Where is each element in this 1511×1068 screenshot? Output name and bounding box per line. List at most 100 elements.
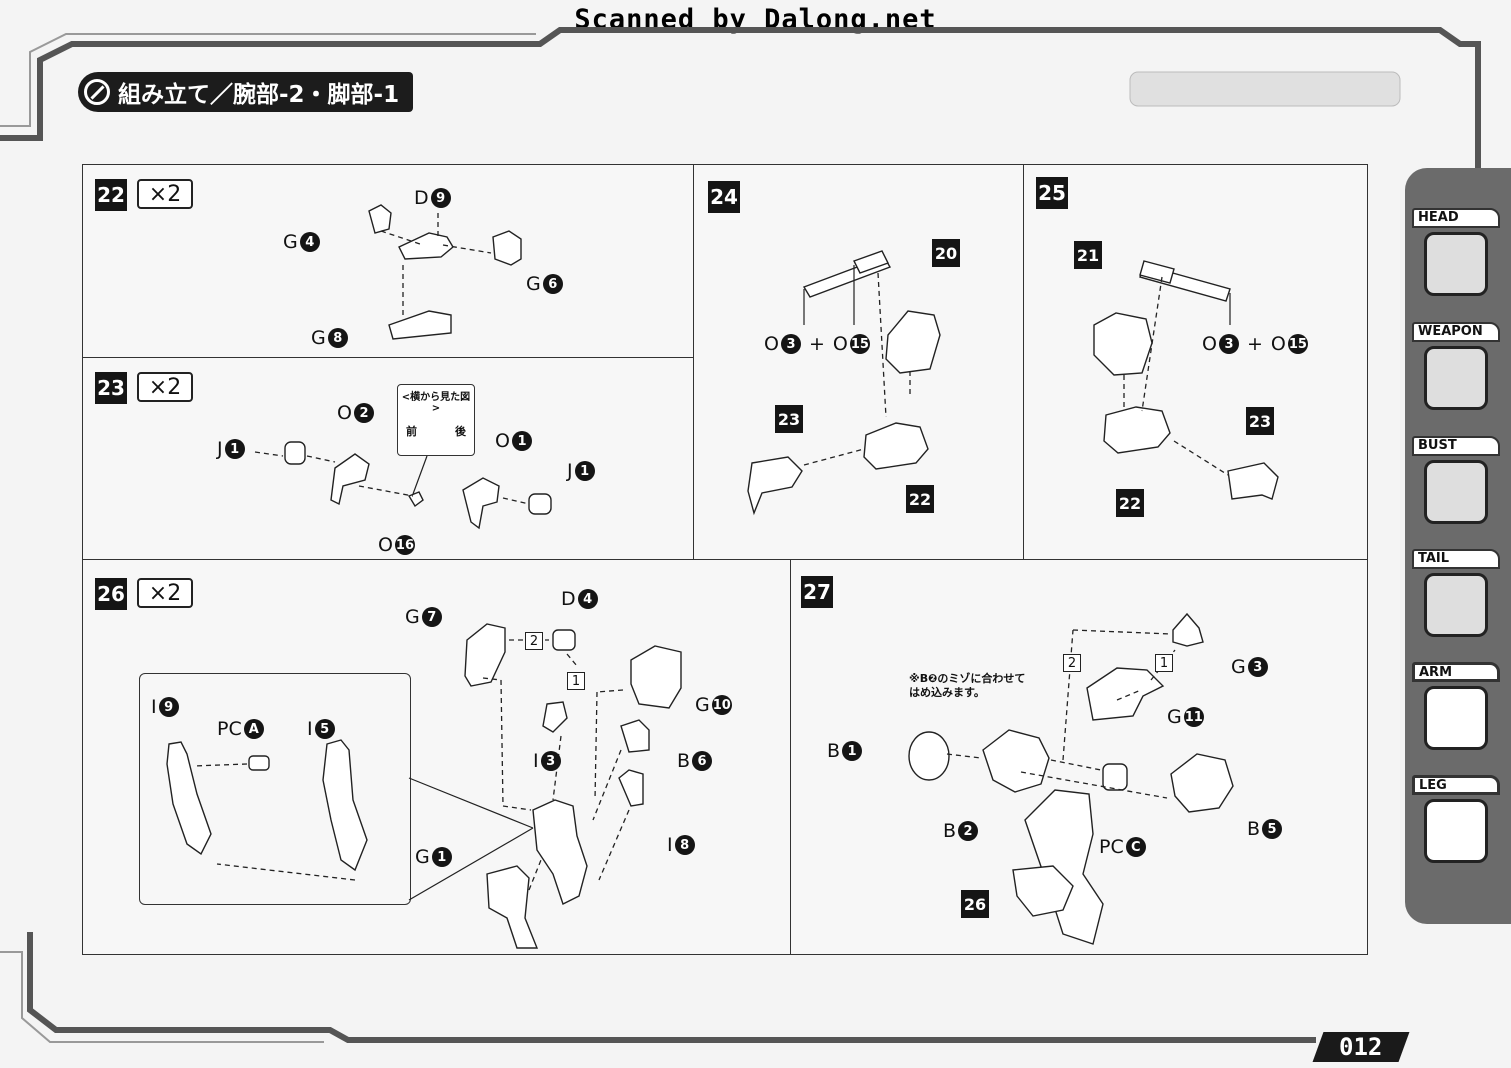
step-26-number: 26 [95,578,127,610]
sidebar-tab-bust[interactable]: BUST [1412,436,1500,524]
part-number: 16 [394,535,415,555]
sidebar-tab-weapon[interactable]: WEAPON [1412,322,1500,410]
step-26-multiplier: ×2 [137,578,193,608]
step-22-multiplier: ×2 [137,179,193,209]
part-number: 7 [421,607,442,627]
part-runner: O [337,402,352,424]
part-runner: B [827,740,841,762]
part-runner: I [667,834,673,856]
part-number: 15 [849,334,870,354]
step-23-illustration [254,441,552,530]
side-view-inset: <横から見た図> 前 後 [397,384,475,456]
step-27-illustration [908,612,1234,945]
part-runner: G [695,694,710,716]
side-view-title: <横から見た図> [401,392,471,414]
part-number: 3 [540,751,561,771]
step-22-number: 22 [95,179,127,211]
step-24-sub-20: 20 [932,239,960,267]
sidebar-tab-label: BUST [1412,436,1500,456]
part-runner: O [378,534,393,556]
section-title: 組み立て／腕部-2・脚部-1 [118,82,400,108]
plus-sign: + [808,333,825,355]
part-runner: D [414,187,429,209]
step-27-order-1: 1 [1155,654,1173,672]
part-number: 9 [430,188,451,208]
part-runner: G [415,846,430,868]
sidebar-tab-tail[interactable]: TAIL [1412,549,1500,637]
sidebar-tab-label: TAIL [1412,549,1500,569]
leg-thumbnail-icon [1424,799,1488,863]
part-runner: G [526,273,541,295]
step-24-illustration [747,250,941,516]
step-25-number: 25 [1036,177,1068,209]
part-runner: O [1270,333,1286,355]
wrench-icon [84,79,110,105]
sidebar-tab-head[interactable]: HEAD [1412,208,1500,296]
part-number: 1 [574,461,595,481]
part-runner: G [1231,656,1246,678]
sidebar-tab-label: HEAD [1412,208,1500,228]
part-runner: B [1247,818,1261,840]
part-runner: O [1202,333,1217,355]
part-number: 4 [299,232,320,252]
step-23-multiplier: ×2 [137,372,193,402]
part-runner: G [283,231,298,253]
step-24-number: 24 [708,181,740,213]
step-27-sub-26: 26 [961,890,989,918]
step-25-sub-23: 23 [1246,407,1274,435]
sidebar-tab-label: WEAPON [1412,322,1500,342]
part-number: 8 [674,835,695,855]
step-22-illustration [368,204,522,340]
part-number: 11 [1183,707,1204,727]
part-number: 9 [158,697,179,717]
part-number: 4 [577,589,598,609]
step-26-panel: 26 ×2 [82,559,791,955]
part-runner: O [832,333,848,355]
step-25-sub-22: 22 [1116,489,1144,517]
part-runner: G [1167,706,1182,728]
step-26-illustration [166,623,682,949]
part-number: 5 [314,719,335,739]
arm-thumbnail-icon [1424,686,1488,750]
part-runner: B [677,750,691,772]
part-runner: PC [217,718,242,740]
step-27-order-2: 2 [1063,654,1081,672]
part-number: 1 [511,431,532,451]
head-thumbnail-icon [1424,232,1488,296]
part-number: 15 [1287,334,1308,354]
sidebar-tab-label: LEG [1412,775,1500,795]
part-number: 6 [542,274,563,294]
step-26-order-1: 1 [567,672,585,690]
sidebar-tab-leg[interactable]: LEG [1412,775,1500,863]
part-number: C [1125,837,1146,857]
step-24-sub-23: 23 [775,405,803,433]
step-26-sub-assembly-inset [139,673,411,905]
sidebar-tab-arm[interactable]: ARM [1412,662,1500,750]
part-number: 2 [353,403,374,423]
plus-sign: + [1246,333,1263,355]
part-number: 5 [1262,819,1283,839]
part-runner: O [495,430,510,452]
part-runner: B [943,820,957,842]
part-number: 10 [711,695,732,715]
part-runner: I [533,750,539,772]
weapon-thumbnail-icon [1424,346,1488,410]
